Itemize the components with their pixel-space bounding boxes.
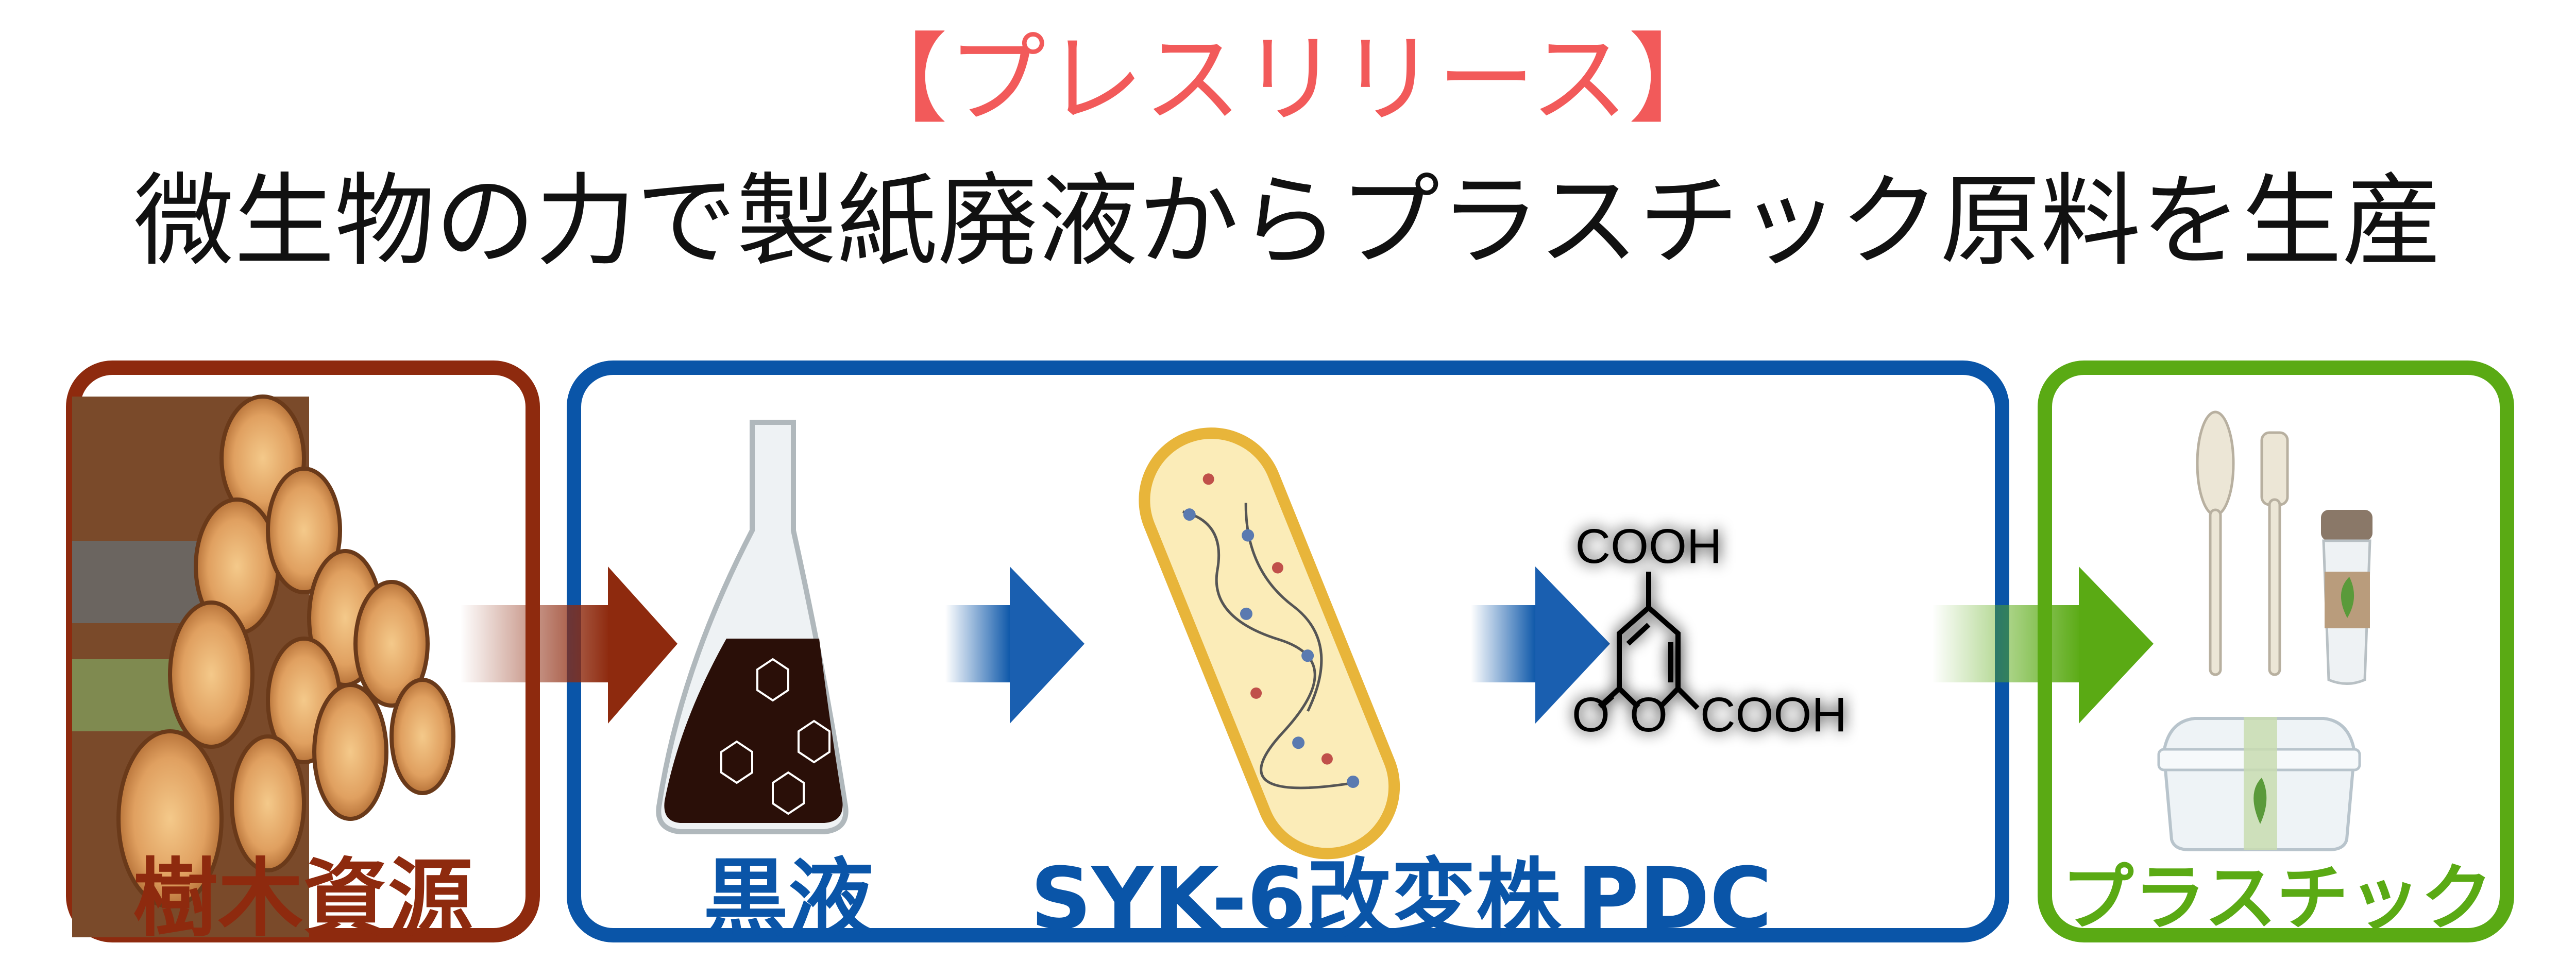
cooh-top-label: COOH xyxy=(1575,519,1722,574)
arrow-strain-to-pdc xyxy=(1471,567,1610,724)
stage-label-plastic: プラスチック xyxy=(2061,856,2493,940)
exo-oxygen-label: O xyxy=(1572,688,1610,742)
arrow-pdc-to-plastic xyxy=(1932,567,2154,724)
stage-label-wood: 樹木資源 xyxy=(133,849,473,948)
fork-icon xyxy=(2260,431,2289,676)
arrow-wood-to-liquor xyxy=(460,567,677,724)
cooh-right-label: COOH xyxy=(1700,688,1847,742)
press-release-label: 【プレスリリース】 xyxy=(850,23,1726,136)
page-title: 微生物の力で製紙廃液からプラスチック原料を生産 xyxy=(133,163,2443,280)
logs-icon xyxy=(72,394,455,937)
plastic-products-icon xyxy=(2157,410,2372,851)
stage-label-black-liquor: 黒液 xyxy=(703,849,873,948)
cup-icon xyxy=(2321,510,2372,685)
spoon-icon xyxy=(2196,410,2235,676)
stage-label-syk6-strain: SYK-6改変株 xyxy=(1030,849,1562,948)
ring-oxygen-label: O xyxy=(1630,688,1668,742)
molecule-icon: COOH COOH O O xyxy=(1572,519,1847,742)
food-container-icon xyxy=(2157,717,2361,851)
flask-icon xyxy=(656,420,849,834)
bacterium-icon xyxy=(1139,427,1400,860)
arrow-liquor-to-strain xyxy=(945,567,1084,724)
stage-label-pdc: PDC xyxy=(1577,849,1772,948)
